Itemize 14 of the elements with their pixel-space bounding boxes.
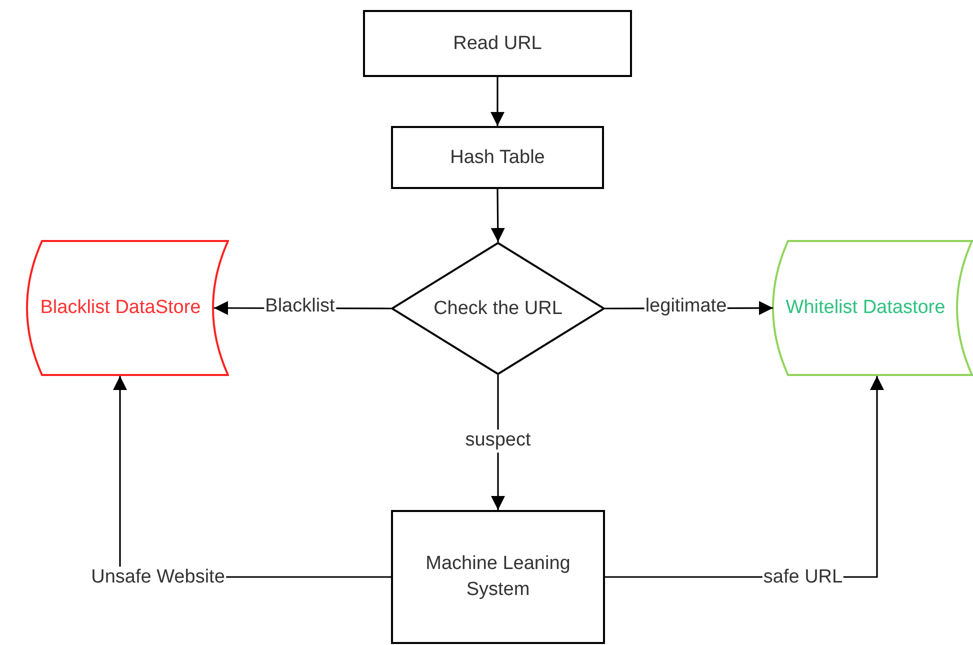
node-label: Check the URL xyxy=(434,296,562,321)
process-box xyxy=(391,126,604,189)
decision-diamond xyxy=(391,242,605,375)
node-label: Blacklist DataStore xyxy=(40,296,201,320)
edge-label: legitimate xyxy=(644,296,728,318)
arrow xyxy=(490,189,505,242)
edge-label: suspect xyxy=(464,430,532,452)
arrow xyxy=(490,77,504,126)
process-box xyxy=(363,10,632,77)
node-label: Read URL xyxy=(453,32,542,56)
process-box xyxy=(391,510,605,644)
node-label: Machine Leaning System xyxy=(424,552,572,602)
node-label: Hash Table xyxy=(450,146,545,170)
node-label: Whitelist Datastore xyxy=(786,296,946,320)
